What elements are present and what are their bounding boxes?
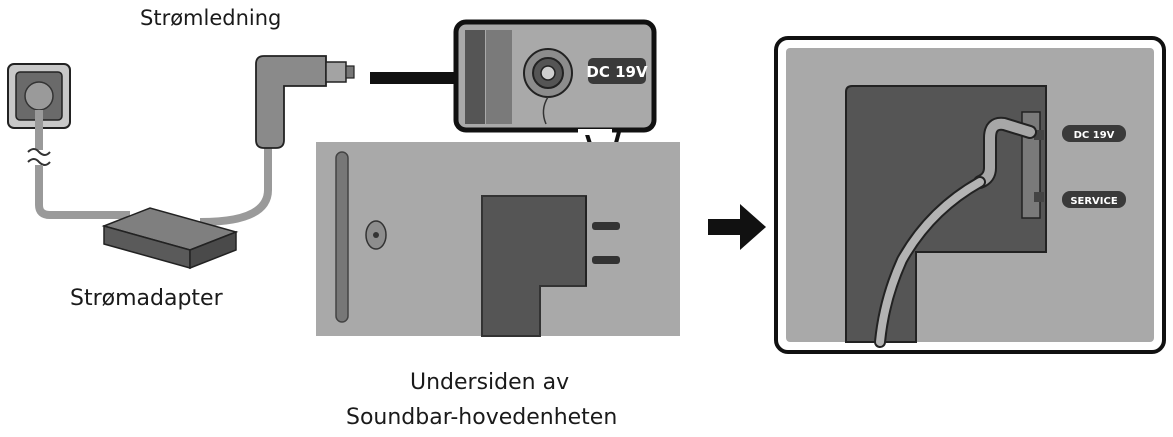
dc-19v-port-badge (1062, 125, 1126, 142)
dc-19v-badge (588, 58, 646, 84)
power-adapter-label: Strømadapter (70, 286, 223, 311)
underside-caption-line2: Soundbar-hovedenheten (346, 405, 618, 430)
power-cord-label: Strømledning (140, 6, 282, 30)
soundbar-underside-panel (316, 142, 680, 337)
wall-outlet (7, 63, 71, 129)
underside-caption-line1: Undersiden av (410, 370, 570, 395)
service-port-label: SERVICE (1070, 196, 1118, 207)
dc-19v-label: DC 19V (586, 63, 648, 81)
connected-result-view (774, 36, 1166, 354)
power-adapter-brick (101, 207, 239, 270)
arrow-to-result (708, 204, 766, 250)
service-port-badge (1062, 191, 1126, 208)
power-cable (27, 110, 272, 226)
dc-19v-port-label: DC 19V (1074, 130, 1115, 141)
dc-plug (255, 55, 355, 149)
